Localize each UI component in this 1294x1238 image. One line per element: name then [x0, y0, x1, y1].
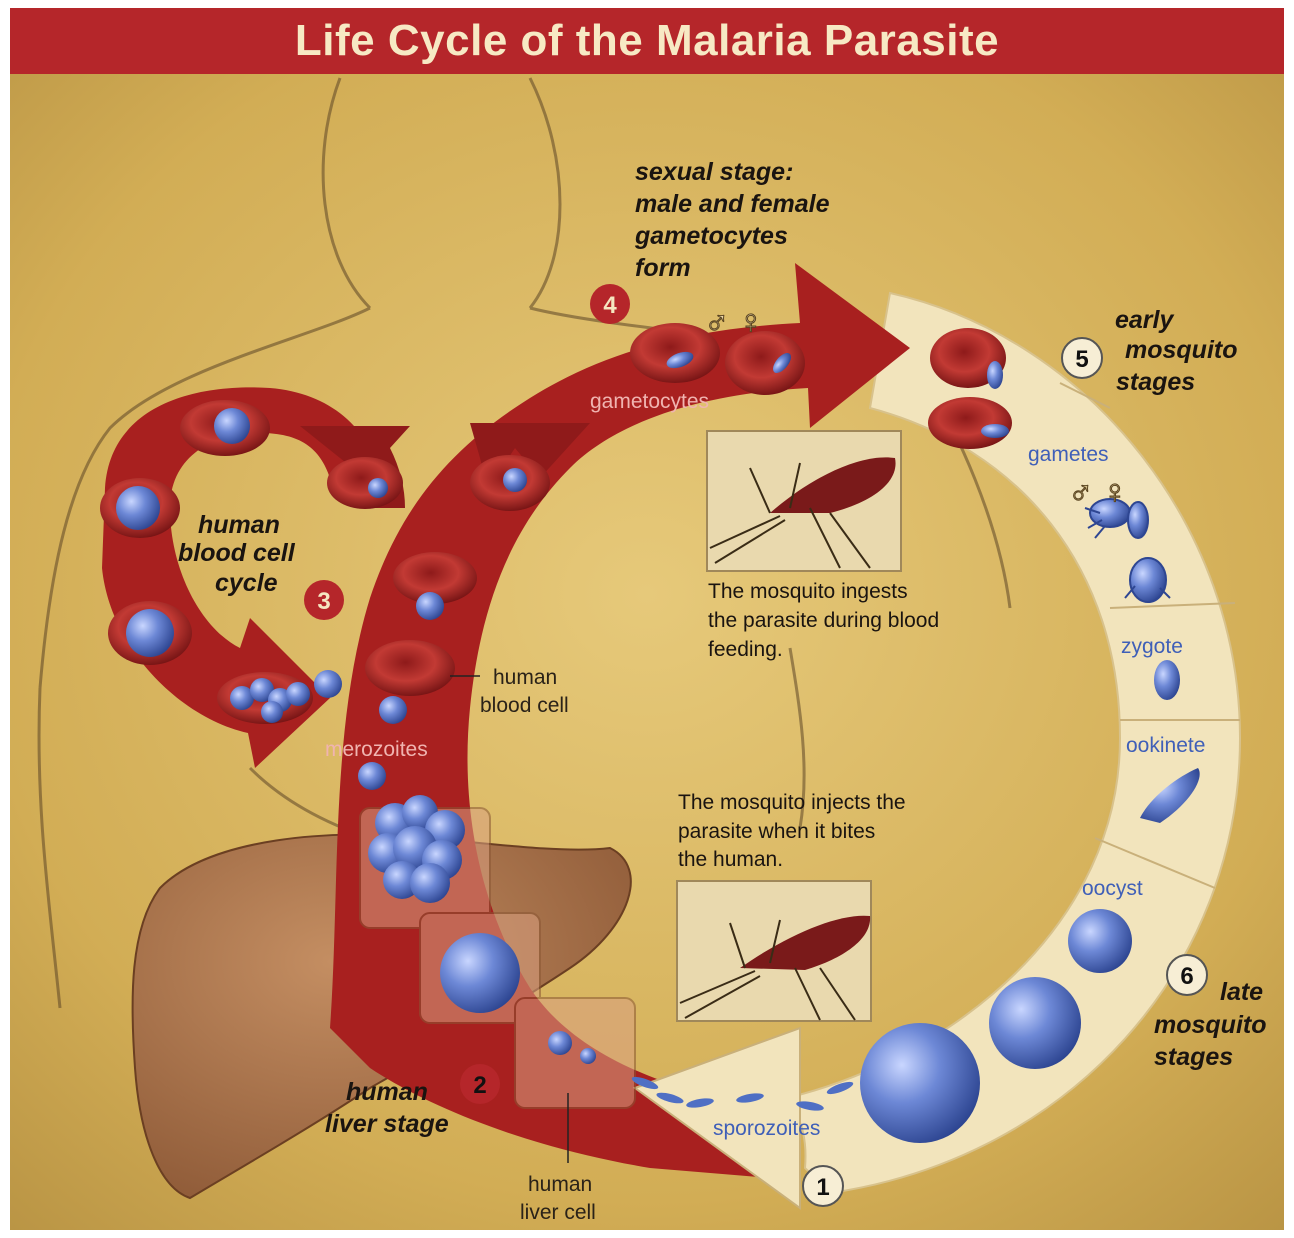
stage-2-title-line2: liver stage — [325, 1110, 449, 1138]
liver-cell-label-line2: liver cell — [520, 1201, 596, 1224]
stage-3-title-line2: blood cell — [178, 539, 296, 567]
ookinete-label: ookinete — [1126, 734, 1205, 757]
ingest-caption-line1: The mosquito ingests — [708, 580, 908, 603]
stage-4-title-line4: form — [635, 254, 691, 282]
stage-3-number: 3 — [317, 588, 330, 615]
stage-4-title-line3: gametocytes — [634, 222, 788, 250]
merozoites-label: merozoites — [325, 738, 428, 761]
stage-2-title-line1: human — [346, 1078, 428, 1106]
blood-cell-label-line1: human — [493, 666, 557, 689]
inject-caption-line3: the human. — [678, 848, 783, 871]
diagram-frame: 1 2 3 4 5 6 sexual stage: male and femal… — [10, 8, 1284, 1230]
oocyst-label: oocyst — [1082, 877, 1143, 900]
stage-5-number: 5 — [1075, 346, 1088, 373]
stage-4-number: 4 — [603, 292, 617, 319]
stage-6-number: 6 — [1180, 963, 1193, 990]
gametocytes-label: gametocytes — [590, 390, 709, 413]
title-bar: Life Cycle of the Malaria Parasite — [10, 8, 1284, 74]
page-title: Life Cycle of the Malaria Parasite — [295, 16, 999, 65]
blood-cell-label-line2: blood cell — [480, 694, 569, 717]
stage-4-title-line2: male and female — [635, 190, 830, 218]
stage-1-number: 1 — [816, 1174, 829, 1201]
ingest-caption-line3: feeding. — [708, 638, 783, 661]
stage-6-title-line1: late — [1220, 978, 1263, 1006]
zygote-label: zygote — [1121, 635, 1183, 658]
inject-caption-line2: parasite when it bites — [678, 820, 875, 843]
stage-5-title-line1: early — [1115, 306, 1174, 334]
liver-cell-label-line1: human — [528, 1173, 592, 1196]
stage-3-title-line1: human — [198, 511, 280, 539]
stage-3-title-line3: cycle — [215, 569, 278, 597]
zygote-cell — [1154, 660, 1180, 700]
female-symbol-gametes: ♀ — [1102, 473, 1128, 511]
stage-4-title-line1: sexual stage: — [635, 158, 793, 186]
malaria-life-cycle-illustration: 1 2 3 4 5 6 sexual stage: male and femal… — [10, 8, 1284, 1230]
male-symbol-gametocytes: ♂ — [704, 303, 730, 341]
stage-2-number: 2 — [473, 1072, 486, 1099]
ingest-caption-line2: the parasite during blood — [708, 609, 939, 632]
inject-caption-line1: The mosquito injects the — [678, 791, 906, 814]
stage-5-title-line3: stages — [1116, 368, 1195, 396]
stage-5-title-line2: mosquito — [1125, 336, 1238, 364]
male-symbol-gametes: ♂ — [1068, 473, 1094, 511]
stage-6-title-line3: stages — [1154, 1043, 1233, 1071]
female-symbol-gametocytes: ♀ — [738, 303, 764, 341]
stage-6-title-line2: mosquito — [1154, 1011, 1267, 1039]
mosquito-inset-bottom — [677, 881, 871, 1021]
mosquito-inset-top — [707, 431, 901, 571]
gametes-label: gametes — [1028, 443, 1109, 466]
sporozoites-label: sporozoites — [713, 1117, 820, 1140]
